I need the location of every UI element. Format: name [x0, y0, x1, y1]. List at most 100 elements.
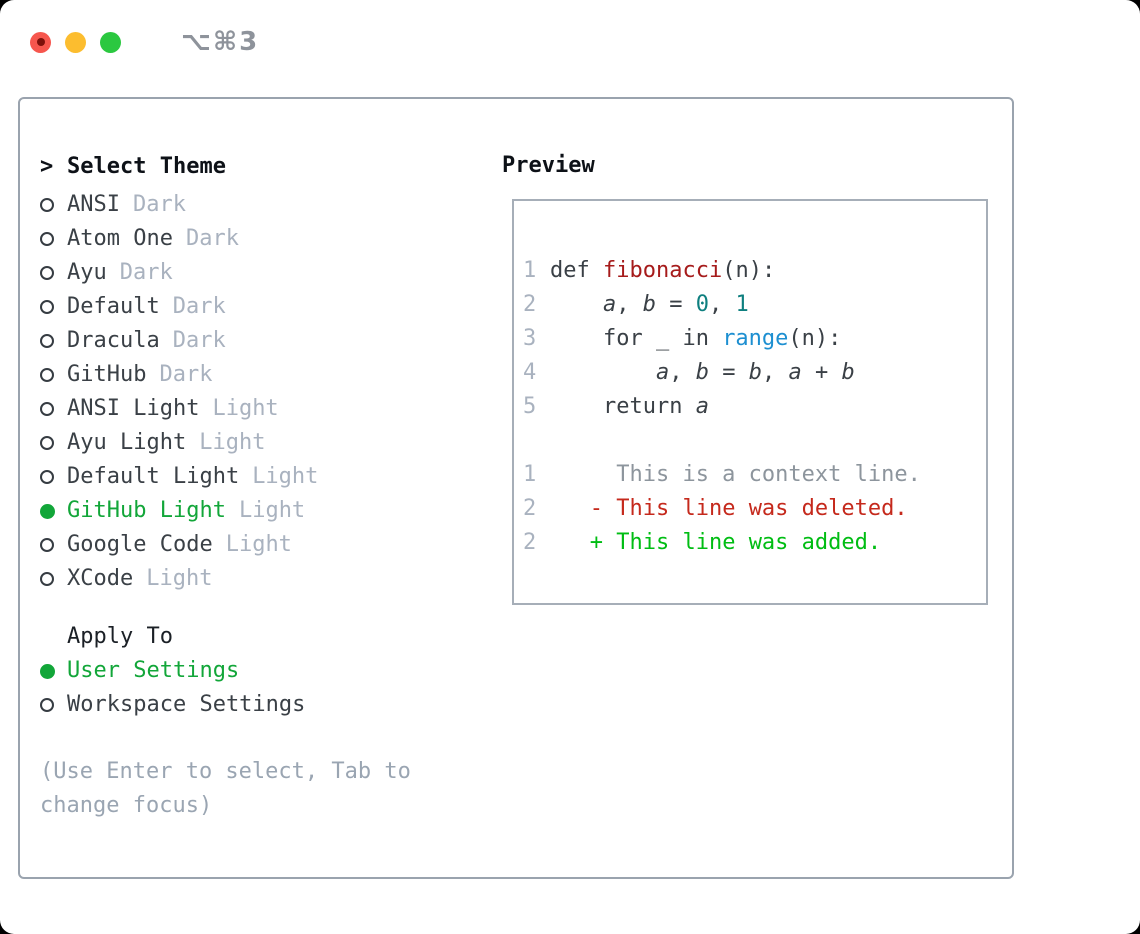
theme-option-github[interactable]: GitHubDark [40, 358, 480, 392]
radio-icon [40, 538, 54, 552]
code-token: (n): [788, 326, 841, 351]
theme-option-label: User Settings [67, 654, 239, 688]
code-token [550, 292, 603, 317]
apply-option-user-settings[interactable]: User Settings [40, 654, 480, 688]
radio-icon [40, 334, 54, 348]
theme-variant-tag: Dark [120, 256, 173, 290]
code-token: b [749, 360, 762, 385]
theme-option-label: Default [67, 290, 160, 324]
theme-option-xcode[interactable]: XCode Light [40, 562, 480, 596]
theme-option-ansi[interactable]: ANSI Dark [40, 188, 480, 222]
code-line: 5 return a [523, 390, 986, 424]
theme-option-label: Google Code [67, 528, 213, 562]
code-token: 1 [735, 292, 748, 317]
code-line: 4 a, b = b, a + b [523, 356, 986, 390]
apply-option-workspace-settings[interactable]: Workspace Settings [40, 688, 480, 722]
apply-to-section: Apply To User Settings Workspace Setting… [40, 620, 480, 722]
code-token: , [762, 360, 789, 385]
select-theme-header: >Select Theme [40, 150, 480, 184]
code-token: a [603, 292, 616, 317]
theme-variant-tag: Light [146, 562, 212, 596]
radio-icon [40, 368, 54, 382]
theme-option-ansi-light[interactable]: ANSI Light Light [40, 392, 480, 426]
theme-option-label: XCode [67, 562, 133, 596]
theme-option-github-light[interactable]: GitHub LightLight [40, 494, 480, 528]
radio-icon [40, 300, 54, 314]
theme-variant-tag: Light [226, 528, 292, 562]
theme-option-dracula[interactable]: Dracula Dark [40, 324, 480, 358]
minimize-button[interactable] [65, 32, 86, 53]
code-token [550, 496, 590, 521]
theme-option-ayu[interactable]: Ayu Dark [40, 256, 480, 290]
preview-title: Preview [502, 152, 988, 180]
code-token: , [709, 292, 736, 317]
code-token: (n): [722, 258, 775, 283]
radio-icon [40, 198, 54, 212]
theme-option-label: Dracula [67, 324, 160, 358]
titlebar: ⌥⌘3 [30, 27, 259, 57]
theme-variant-tag: Light [252, 460, 318, 494]
code-token: b [696, 360, 709, 385]
radio-icon [40, 470, 54, 484]
line-number: 2 [523, 288, 550, 322]
code-token: a [696, 394, 709, 419]
theme-variant-tag: Dark [159, 358, 212, 392]
code-block: 1def fibonacci(n):2 a, b = 0, 13 for _ i… [523, 254, 986, 560]
line-number: 1 [523, 458, 550, 492]
code-token: a [656, 360, 669, 385]
radio-icon [40, 664, 55, 679]
close-button[interactable] [30, 32, 51, 53]
apply-to-header: Apply To [40, 620, 480, 654]
select-theme-title: Select Theme [67, 150, 226, 184]
theme-option-ayu-light[interactable]: Ayu LightLight [40, 426, 480, 460]
theme-option-atom-one[interactable]: Atom OneDark [40, 222, 480, 256]
theme-option-label: Atom One [67, 222, 173, 256]
line-number: 2 [523, 526, 550, 560]
theme-variant-tag: Dark [133, 188, 186, 222]
code-token: b [643, 292, 656, 317]
code-token: a [788, 360, 801, 385]
theme-option-label: GitHub Light [67, 494, 226, 528]
theme-option-label: ANSI Light [67, 392, 199, 426]
theme-option-default[interactable]: Default Dark [40, 290, 480, 324]
close-dot-icon [37, 38, 45, 46]
code-token: b [841, 360, 854, 385]
radio-icon [40, 572, 54, 586]
code-token: = [709, 360, 749, 385]
code-line: 3 for _ in range(n): [523, 322, 986, 356]
apply-options-list: User Settings Workspace Settings [40, 654, 480, 722]
preview-column: Preview 1def fibonacci(n):2 a, b = 0, 13… [502, 152, 988, 605]
line-number: 1 [523, 254, 550, 288]
theme-variant-tag: Dark [173, 324, 226, 358]
code-token [550, 530, 590, 555]
code-token: , [669, 360, 696, 385]
theme-option-label: Ayu [67, 256, 107, 290]
theme-picker-panel: >Select Theme ANSIDark Atom OneDark AyuD… [18, 97, 1014, 879]
footer-hint: (Use Enter to select, Tab to change focu… [40, 755, 440, 823]
zoom-button[interactable] [100, 32, 121, 53]
theme-option-label: Ayu Light [67, 426, 186, 460]
code-line: 2 - This line was deleted. [523, 492, 986, 526]
window-shortcut-label: ⌥⌘3 [181, 27, 259, 57]
theme-variant-tag: Light [212, 392, 278, 426]
code-line [523, 424, 986, 458]
preview-pane: 1def fibonacci(n):2 a, b = 0, 13 for _ i… [512, 199, 988, 605]
code-token: 0 [696, 292, 709, 317]
radio-icon [40, 698, 54, 712]
theme-option-label: Default Light [67, 460, 239, 494]
radio-icon [40, 232, 54, 246]
code-token [550, 360, 656, 385]
theme-variant-tag: Dark [173, 290, 226, 324]
theme-option-default-light[interactable]: Default Light Light [40, 460, 480, 494]
theme-option-google-code[interactable]: Google Code Light [40, 528, 480, 562]
code-line: 2 + This line was added. [523, 526, 986, 560]
code-token: + This line was added. [590, 530, 881, 555]
radio-icon [40, 504, 55, 519]
code-token: + [802, 360, 842, 385]
theme-option-label: ANSI [67, 188, 120, 222]
code-line: 1 This is a context line. [523, 458, 986, 492]
code-token: for _ in [550, 326, 722, 351]
code-token: This is a context line. [550, 462, 921, 487]
code-token: , [616, 292, 643, 317]
